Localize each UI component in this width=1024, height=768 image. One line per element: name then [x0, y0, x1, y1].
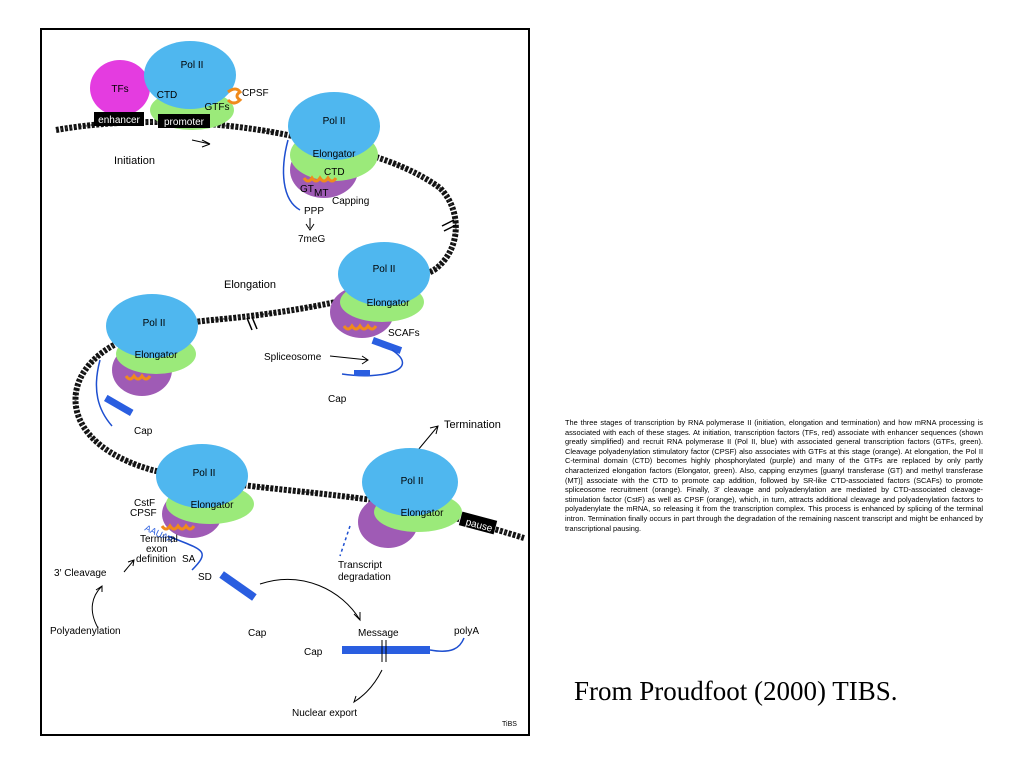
elongation-left-complex: Pol II Elongator Cap	[95, 294, 198, 437]
polyadenylation-label: Polyadenylation	[50, 626, 121, 637]
message-cap-label: Cap	[304, 647, 323, 658]
tibs-logo: TiBS	[502, 721, 517, 728]
gtfs-label: GTFs	[205, 102, 230, 113]
spliceosome-label: Spliceosome	[264, 352, 322, 363]
enhancer-label: enhancer	[98, 115, 140, 126]
promoter-box	[158, 114, 210, 128]
cleavage-complex: Pol II Elongator CstF CPSF AAUAA Termina…	[130, 444, 267, 639]
transcription-figure: TFs Pol II CTD GTFs CPSF enhancer promot…	[40, 28, 530, 736]
cstf-label: CstF	[134, 498, 155, 509]
pol-ii-label: Pol II	[323, 116, 346, 127]
elongator-label: Elongator	[191, 500, 234, 511]
7meg-label: 7meG	[298, 234, 325, 245]
cpsf-label: CPSF	[242, 88, 269, 99]
capping-label: Capping	[332, 196, 369, 207]
pol-ii-label: Pol II	[373, 264, 396, 275]
cap-label: Cap	[134, 426, 153, 437]
pol-ii-blob	[288, 92, 380, 160]
cap-label: Cap	[248, 628, 267, 639]
ctd-label: CTD	[324, 167, 345, 178]
dna-break-marks	[246, 219, 457, 331]
ctd-label: CTD	[157, 90, 178, 101]
elongator-label: Elongator	[401, 508, 444, 519]
sa-label: SA	[182, 554, 196, 565]
enhancer-box	[94, 112, 144, 126]
elongation-stage-label: Elongation	[224, 279, 276, 291]
promoter-label: promoter	[164, 117, 205, 128]
pol-ii-blob	[144, 41, 236, 109]
nascent-rna	[282, 139, 301, 211]
capping-complex: Pol II Elongator CTD GT MT Capping PPP 7…	[282, 92, 380, 245]
tfs-label: TFs	[111, 84, 128, 95]
ppp-label: PPP	[304, 206, 324, 217]
elongation-right-complex: Pol II Elongator SCAFs Spliceosome Cap	[264, 242, 430, 405]
termination-stage-label: Termination	[444, 419, 501, 431]
pol-ii-label: Pol II	[181, 60, 204, 71]
cpsf-label: CPSF	[130, 508, 157, 519]
figure-caption: The three stages of transcription by RNA…	[565, 418, 983, 533]
mature-mrna	[342, 637, 465, 662]
3prime-cleavage-label: 3′ Cleavage	[54, 568, 107, 579]
pol-ii-label: Pol II	[401, 476, 424, 487]
polya-label: polyA	[454, 626, 479, 637]
cpsf-shape	[226, 87, 243, 105]
initiation-stage-label: Initiation	[114, 155, 155, 167]
sd-label: SD	[198, 572, 212, 583]
termination-complex: Pol II Elongator pause Transcript degrad…	[338, 448, 498, 583]
nuclear-export-label: Nuclear export	[292, 708, 357, 719]
elongator-label: Elongator	[135, 350, 178, 361]
terminal-label: Terminal	[140, 534, 178, 545]
elongator-label: Elongator	[313, 149, 356, 160]
initiation-complex: TFs Pol II CTD GTFs CPSF enhancer promot…	[90, 41, 269, 148]
mt-label: MT	[314, 188, 328, 199]
cap-label: Cap	[328, 394, 347, 405]
pol-ii-label: Pol II	[193, 468, 216, 479]
capping-enzymes-shape	[302, 175, 338, 183]
transcript-label: Transcript	[338, 560, 382, 571]
message-label: Message	[358, 628, 399, 639]
exon-label: exon	[146, 544, 168, 555]
pol-ii-label: Pol II	[143, 318, 166, 329]
gt-label: GT	[300, 184, 314, 195]
transcription-diagram: TFs Pol II CTD GTFs CPSF enhancer promot…	[50, 41, 525, 728]
source-credit: From Proudfoot (2000) TIBS.	[574, 676, 898, 706]
definition-label: definition	[136, 554, 176, 565]
degradation-label: degradation	[338, 572, 391, 583]
scafs-label: SCAFs	[388, 328, 420, 339]
start-arrow	[191, 139, 211, 148]
tfs-blob	[90, 60, 150, 116]
elongator-label: Elongator	[367, 298, 410, 309]
